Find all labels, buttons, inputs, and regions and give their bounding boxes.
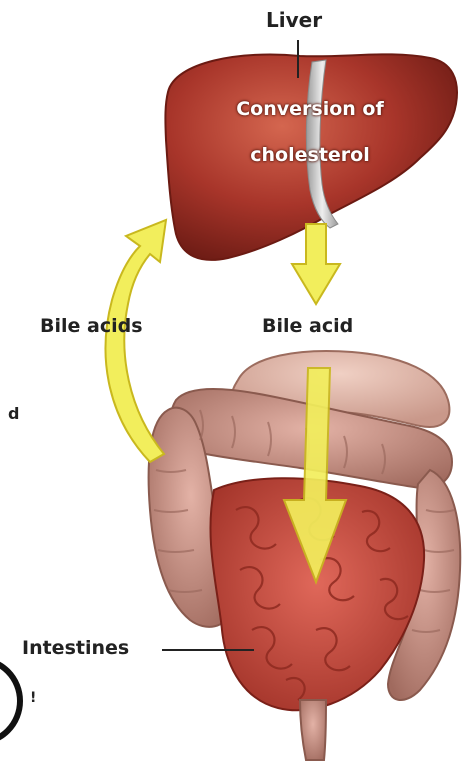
bile-acid-label: Bile acid <box>262 315 353 337</box>
bile-acid-down-arrow <box>292 224 340 304</box>
edge-fragment-right: ! <box>30 690 36 706</box>
liver-label: Liver <box>266 8 322 32</box>
circle-icon <box>0 659 20 743</box>
edge-fragment-left: d <box>8 404 19 423</box>
bile-acids-label: Bile acids <box>40 315 143 337</box>
conversion-label-line1: Conversion of <box>220 98 400 120</box>
conversion-label-line2: cholesterol <box>220 144 400 166</box>
intestines-label: Intestines <box>22 637 129 659</box>
